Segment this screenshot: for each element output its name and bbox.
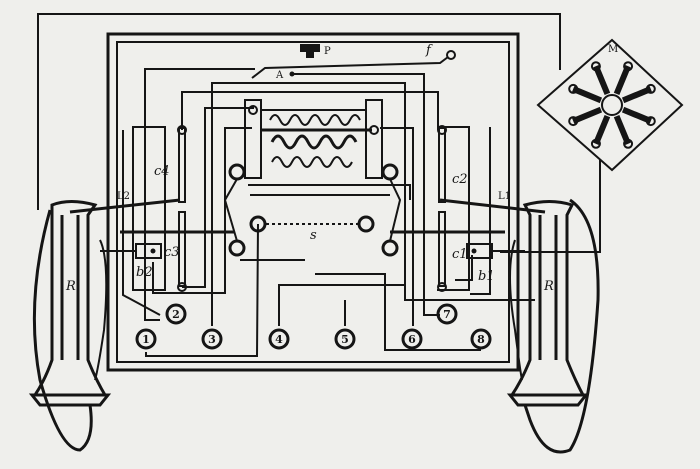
label-l2: L2 bbox=[117, 191, 130, 202]
lever-l2 bbox=[69, 198, 181, 214]
spring-f-end bbox=[446, 50, 456, 60]
board-outer-frame bbox=[106, 32, 520, 372]
magneto-pole bbox=[623, 61, 634, 72]
label-b1: b1 bbox=[478, 269, 495, 284]
label-b2: b2 bbox=[136, 265, 153, 280]
label-f: f bbox=[425, 43, 433, 58]
label-c4: c4 bbox=[154, 164, 170, 179]
terminal-2 bbox=[165, 303, 187, 325]
magneto-pole bbox=[590, 61, 601, 72]
terminal-label: 1 bbox=[142, 333, 150, 346]
terminal-8 bbox=[470, 328, 492, 350]
label-m: M bbox=[608, 44, 618, 55]
board-inner-frame bbox=[116, 41, 510, 363]
label-r-right: R bbox=[543, 279, 554, 294]
terminals: 1 2 3 4 5 6 7 8 bbox=[135, 303, 492, 350]
spring-f bbox=[251, 56, 449, 79]
terminal-5 bbox=[334, 328, 356, 350]
contact-c2 bbox=[437, 125, 447, 292]
terminal-4 bbox=[268, 328, 290, 350]
push-button-p bbox=[300, 44, 320, 58]
magneto-pole bbox=[590, 138, 601, 149]
label-s: s bbox=[310, 228, 317, 243]
contact-c4 bbox=[177, 125, 187, 292]
wire-top-loop bbox=[37, 13, 561, 210]
terminal-label: 2 bbox=[172, 308, 180, 321]
terminal-label: 8 bbox=[477, 333, 485, 346]
label-c3: c3 bbox=[164, 245, 180, 260]
contact-c3-point bbox=[150, 248, 156, 254]
terminal-label: 6 bbox=[408, 333, 416, 346]
contact-c3-block bbox=[135, 243, 162, 259]
terminal-7 bbox=[436, 303, 458, 325]
receiver-left bbox=[28, 200, 112, 452]
magneto-pole bbox=[568, 116, 579, 127]
label-a: A bbox=[275, 70, 284, 81]
magneto-pole bbox=[623, 138, 634, 149]
switch-screws bbox=[223, 163, 402, 257]
label-c1: c1 bbox=[452, 247, 468, 262]
label-p: P bbox=[324, 46, 331, 57]
terminal-label: 5 bbox=[341, 333, 349, 346]
induction-coil bbox=[244, 99, 383, 179]
magneto-pole bbox=[568, 83, 579, 94]
terminal-label: 7 bbox=[443, 308, 451, 321]
receiver-right bbox=[506, 198, 600, 454]
magneto-m bbox=[536, 38, 684, 172]
terminal-3 bbox=[201, 328, 223, 350]
wires bbox=[120, 68, 535, 357]
terminal-1 bbox=[135, 328, 157, 350]
terminal-label: 4 bbox=[275, 333, 283, 346]
label-l1: L1 bbox=[498, 191, 511, 202]
label-c2: c2 bbox=[452, 172, 468, 187]
label-r-left: R bbox=[65, 279, 76, 294]
magneto-pole bbox=[645, 116, 656, 127]
magneto-pole bbox=[645, 83, 656, 94]
terminal-label: 3 bbox=[208, 333, 216, 346]
terminal-6 bbox=[401, 328, 423, 350]
contact-c1-point bbox=[471, 248, 477, 254]
wire-magneto-right bbox=[500, 160, 601, 253]
contact-c1-block bbox=[466, 243, 493, 259]
